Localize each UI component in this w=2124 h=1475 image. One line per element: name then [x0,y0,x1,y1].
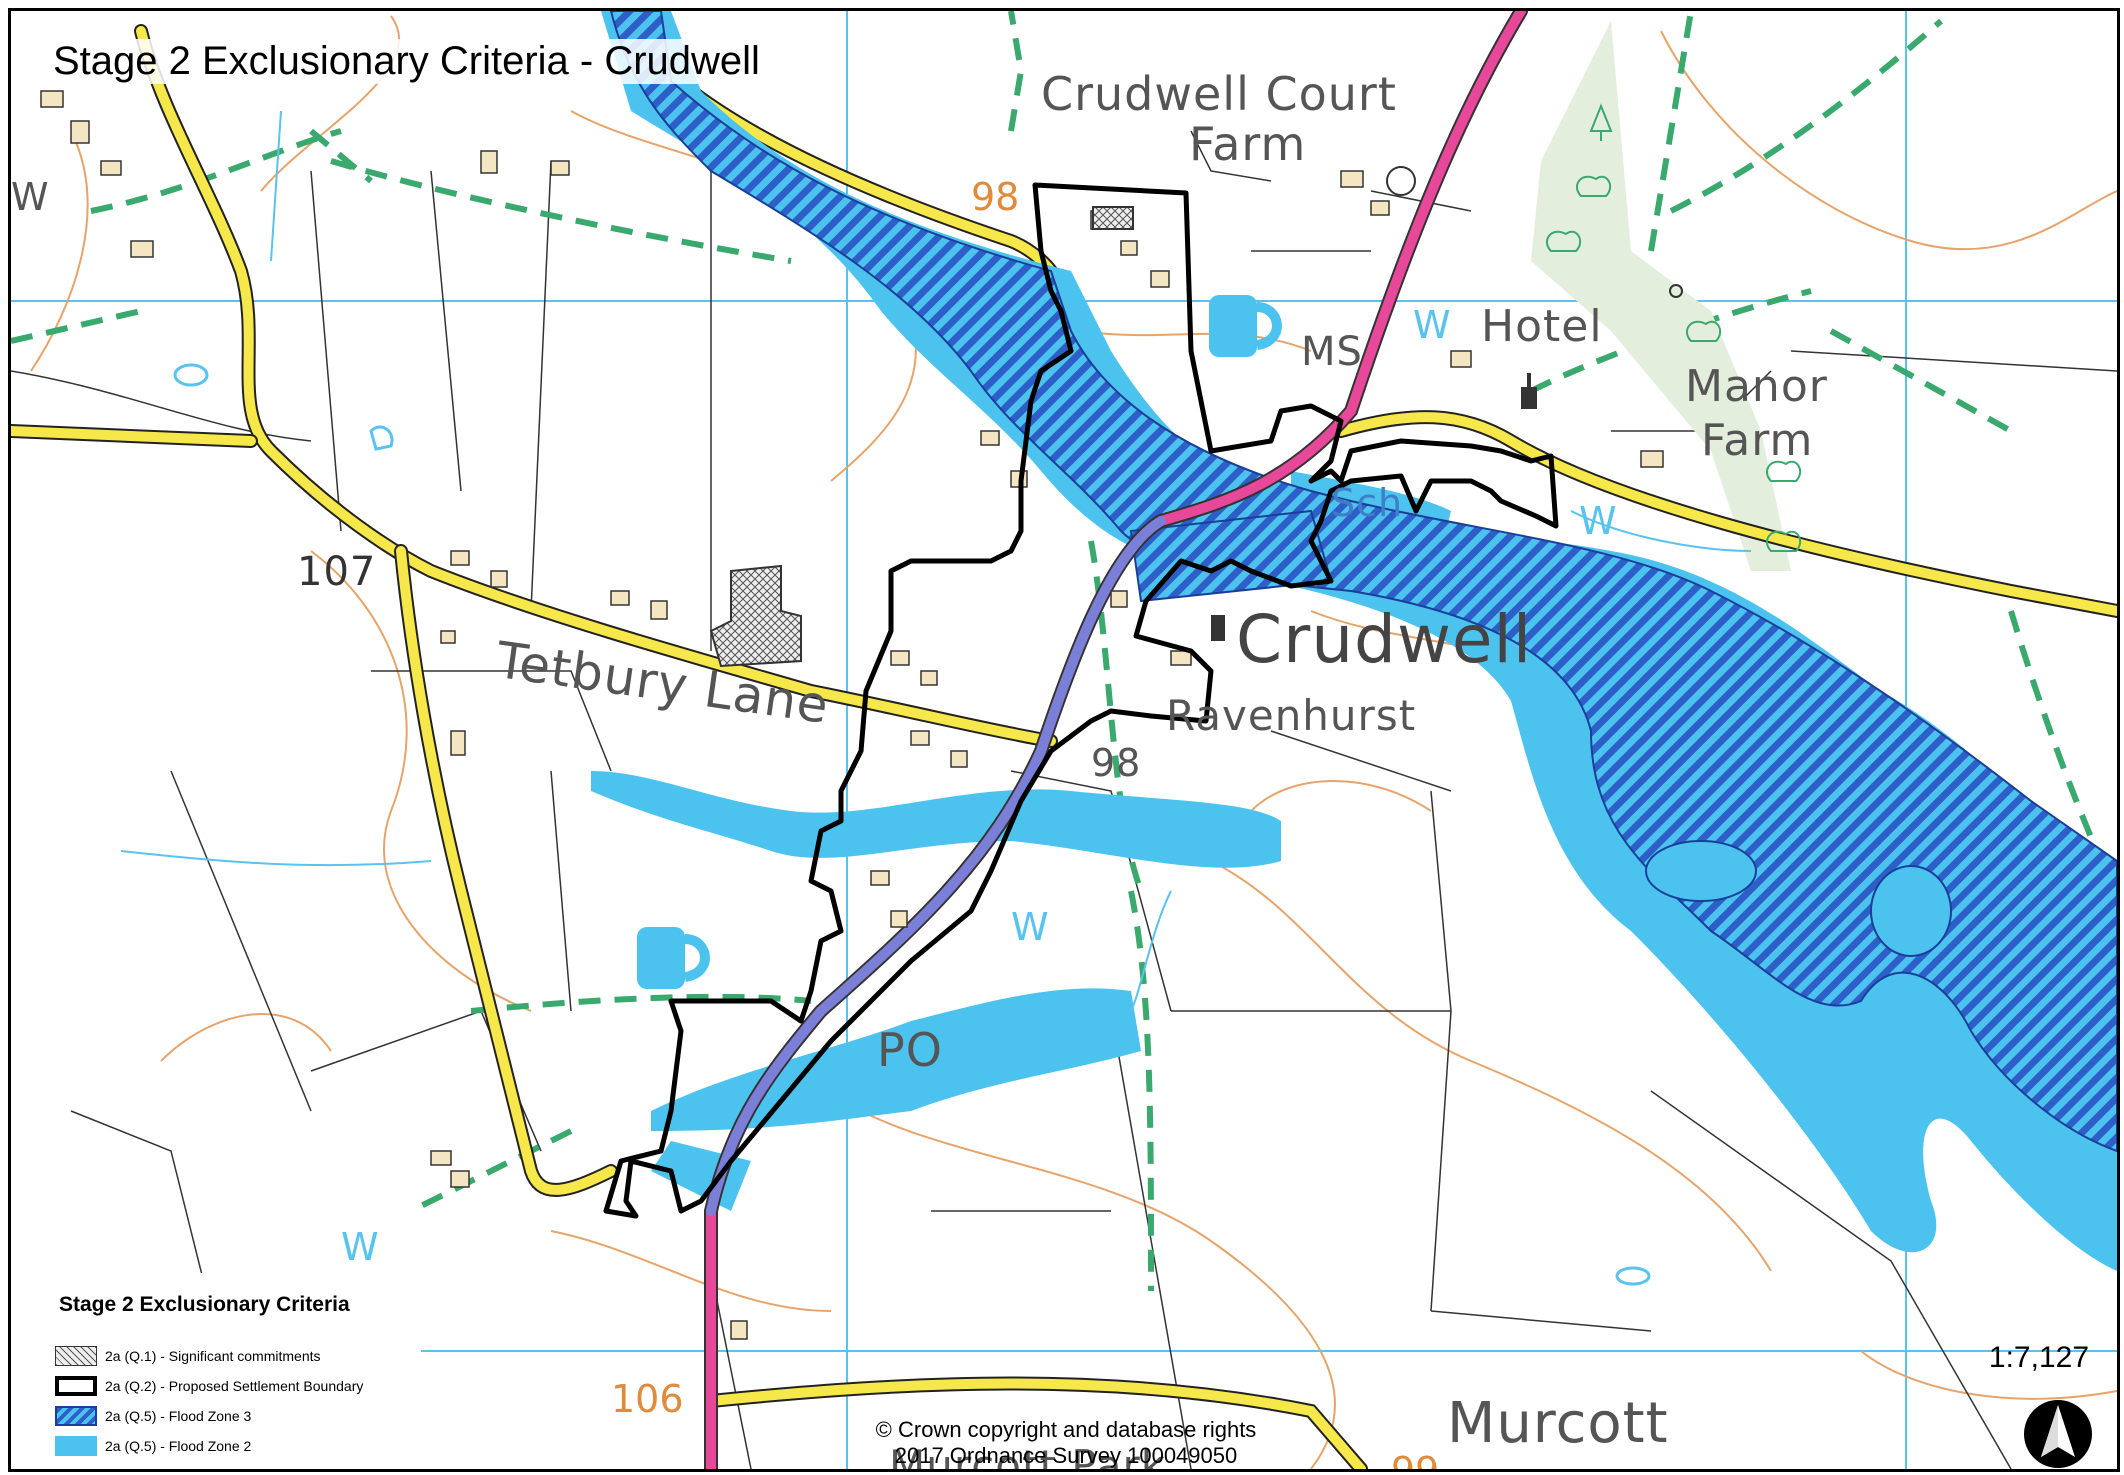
field-boundaries [11,130,2117,1469]
church-icon [1211,373,1537,641]
legend-item-settlement-boundary: 2a (Q.2) - Proposed Settlement Boundary [55,1373,363,1399]
place-label-w4: W [341,1225,380,1269]
legend-label: 2a (Q.2) - Proposed Settlement Boundary [105,1378,364,1394]
copyright-line-2: 2017 Ordnance Survey 100049050 [894,1443,1238,1468]
map-frame[interactable]: Stage 2 Exclusionary Criteria - Crudwell… [8,8,2120,1472]
spot-height-99: 99 [1391,1449,1440,1472]
legend-label: 2a (Q.5) - Flood Zone 3 [105,1408,252,1424]
buildings [40,90,1664,1340]
legend-item-flood-zone-3: 2a (Q.5) - Flood Zone 3 [55,1403,251,1429]
tree-icon [1546,103,1802,552]
map-scale: 1:7,127 [1988,1341,2089,1374]
spot-height-106: 106 [611,1377,684,1421]
place-label-ravenhurst: Ravenhurst [1166,691,1417,740]
pub-icon [637,927,710,989]
pub-icon [1209,295,1282,357]
north-arrow-icon [2024,1400,2092,1468]
legend-title: Stage 2 Exclusionary Criteria [59,1293,350,1316]
significant-commitments [709,206,1134,668]
woodland-area [1531,21,1791,571]
place-label-farm-2: Farm [1701,415,1814,466]
pond-icon [369,425,394,451]
legend-item-significant-commitments: 2a (Q.1) - Significant commitments [55,1343,321,1369]
legend-swatch-hatch [55,1406,97,1426]
copyright-line-1: © Crown copyright and database rights [875,1417,1257,1442]
map-canvas[interactable] [11,11,2117,1469]
legend-swatch-crosshatch [55,1346,97,1366]
minor-roads [11,11,2117,1469]
pond-icon [173,363,209,387]
legend-swatch-solid [55,1436,97,1456]
place-label-w2: W [1579,499,1618,543]
place-label-w5: W [11,175,50,219]
place-label-crudwell: Crudwell [1236,601,1533,678]
place-label-w3: W [1011,905,1050,949]
place-label-murcott: Murcott [1447,1391,1669,1456]
landmark-circles [1386,166,1683,298]
place-label-farm: Farm [1189,117,1307,171]
legend-label: 2a (Q.5) - Flood Zone 2 [105,1438,252,1454]
legend-item-flood-zone-2: 2a (Q.5) - Flood Zone 2 [55,1433,251,1459]
place-label-manor: Manor [1685,361,1828,412]
settlement-boundary [603,182,1559,1219]
place-label-po: PO [877,1023,943,1077]
map-title: Stage 2 Exclusionary Criteria - Crudwell [47,39,766,84]
spot-height-107: 107 [297,549,377,595]
legend-swatch-boundary [55,1376,97,1396]
map-legend: Stage 2 Exclusionary Criteria 2a (Q.1) -… [11,1273,421,1469]
streams [120,110,1752,1012]
spot-height-98: 98 [971,175,1020,219]
place-label-w1: W [1413,303,1452,347]
a-road [704,11,1528,1469]
place-label-murcott-park: Murcott Park [889,1441,1167,1472]
copyright-notice: © Crown copyright and database rights 20… [866,1417,1266,1469]
place-label-sch: Sch [1331,481,1404,525]
lake-islands [1645,840,1952,957]
place-label-ms: MS [1301,329,1363,375]
pond-icon [1615,1266,1651,1286]
place-label-hotel: Hotel [1481,301,1603,352]
legend-label: 2a (Q.1) - Significant commitments [105,1348,321,1364]
place-label-crudwell-court: Crudwell Court [1041,67,1397,121]
spot-height-98-b: 98 [1091,741,1142,785]
